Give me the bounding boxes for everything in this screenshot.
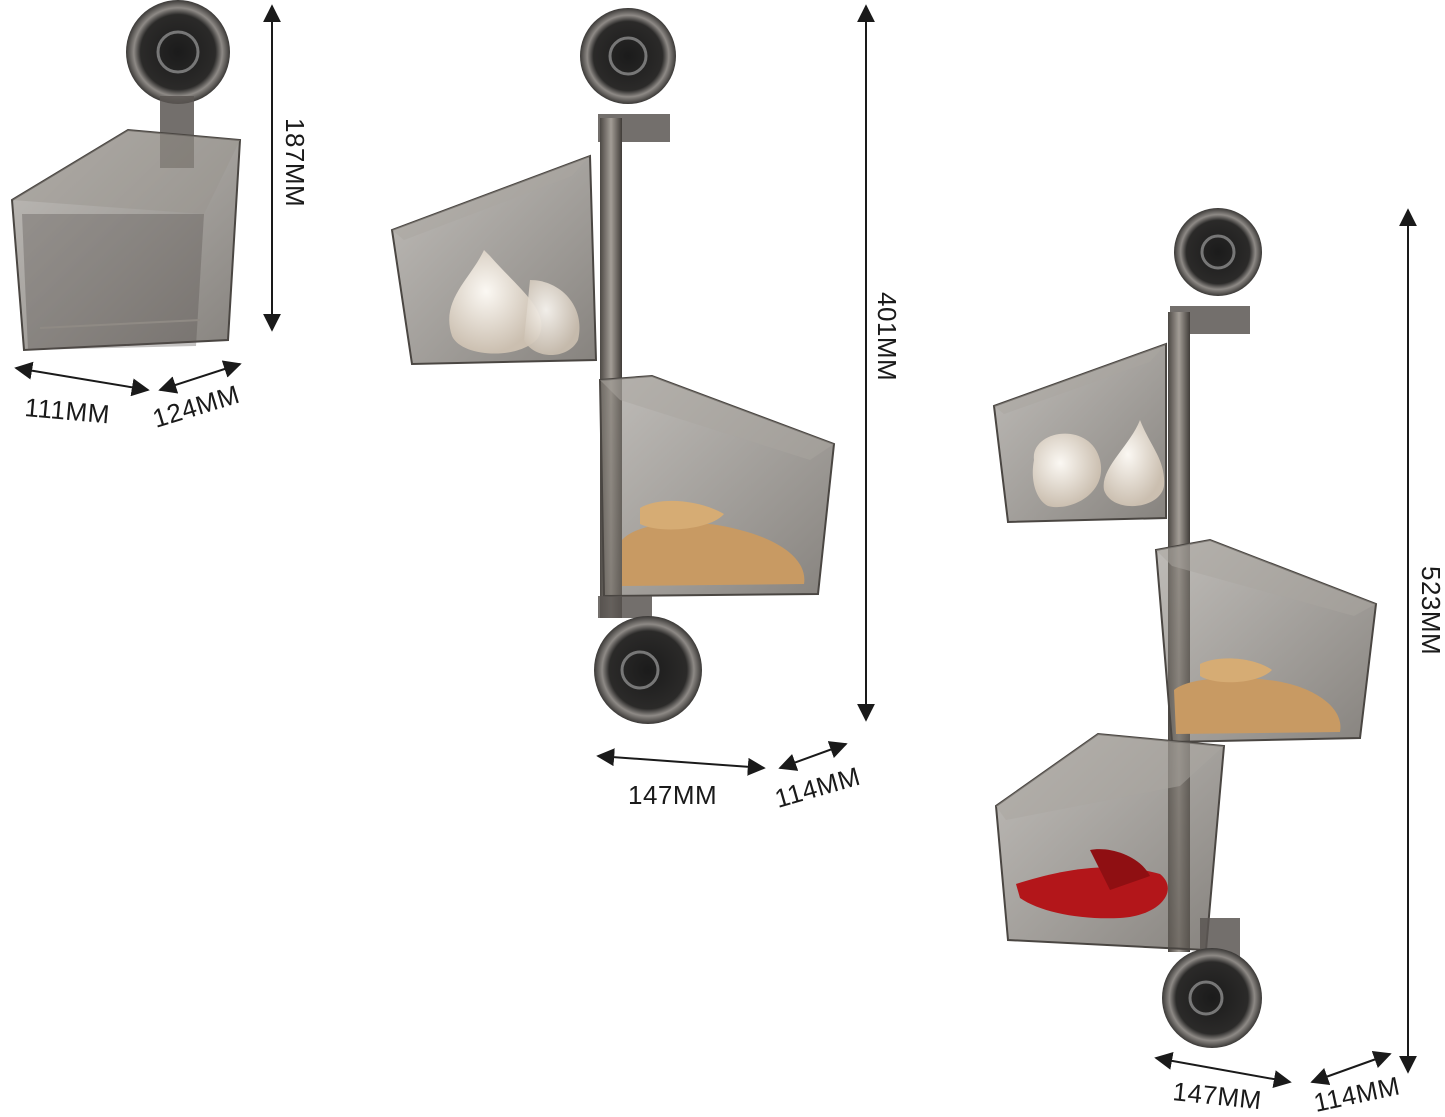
depth-label: 124MM: [149, 379, 243, 434]
top-suction-cup-icon: [580, 8, 676, 104]
depth-dimension-line: [1310, 1051, 1392, 1085]
ginger-pieces: [1174, 658, 1341, 734]
basket: [10, 128, 242, 352]
ginger-pieces: [622, 500, 805, 586]
depth-dimension-line: [778, 741, 848, 771]
height-label: 401MM: [872, 292, 902, 381]
width-label: 147MM: [628, 780, 717, 810]
single-basket-rack: 187MM 111MM 124MM: [10, 0, 310, 434]
height-label: 523MM: [1416, 566, 1445, 655]
two-basket-rack: 401MM 147MM 114MM: [390, 4, 902, 814]
bottom-suction-cup-icon: [1162, 948, 1262, 1048]
three-basket-rack: 523MM 147MM 114MM: [992, 208, 1445, 1117]
height-label: 187MM: [280, 118, 310, 207]
suction-cup-icon: [126, 0, 230, 104]
bottom-suction-cup-icon: [594, 616, 702, 724]
depth-label: 114MM: [771, 761, 863, 814]
top-suction-cup-icon: [1174, 208, 1262, 296]
width-dimension-line: [596, 748, 766, 776]
red-chili-peppers: [1016, 849, 1168, 919]
width-dimension-line: [1154, 1051, 1292, 1089]
width-dimension-line: [14, 361, 150, 397]
depth-dimension-line: [158, 360, 242, 394]
width-label: 147MM: [1171, 1076, 1263, 1115]
bottom-bracket: [598, 596, 652, 618]
garlic-bulb: [449, 250, 580, 355]
width-label: 111MM: [23, 392, 111, 429]
garlic-bulbs: [1032, 420, 1165, 508]
